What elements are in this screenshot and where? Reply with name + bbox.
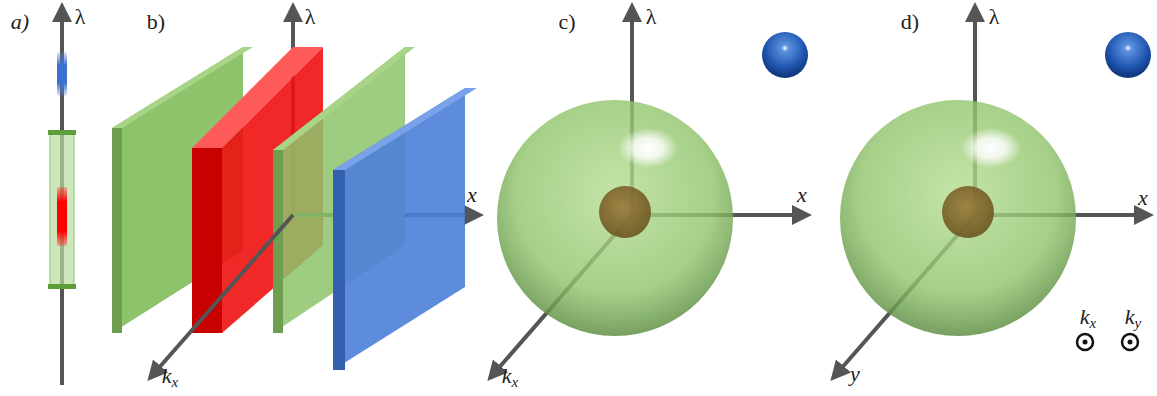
core-sphere xyxy=(599,186,651,238)
blue-sphere xyxy=(762,32,808,78)
plane-edge xyxy=(273,150,283,333)
axis-label: x xyxy=(467,184,477,206)
green-edge xyxy=(48,284,76,289)
axis-label: kx xyxy=(1080,306,1096,331)
plane-edge xyxy=(112,128,122,333)
green-edge xyxy=(48,130,76,135)
red-slab xyxy=(192,148,222,333)
axis-label: x xyxy=(797,184,807,206)
axis-label: λ xyxy=(305,6,316,28)
core-sphere xyxy=(942,186,994,238)
panel-c xyxy=(490,6,808,378)
green-window xyxy=(50,132,74,287)
green-sphere xyxy=(840,100,1076,336)
axis-label: kx xyxy=(502,365,518,390)
out-of-plane-symbol xyxy=(1077,334,1093,350)
axis-label: x xyxy=(1138,187,1148,209)
panel-label: d) xyxy=(901,11,919,33)
plane-edge xyxy=(333,88,477,170)
panel-label: b) xyxy=(147,11,165,33)
panel-a xyxy=(48,6,76,385)
axis-label: λ xyxy=(75,6,86,28)
highlight xyxy=(618,128,678,168)
blue-band xyxy=(57,52,67,96)
green-sphere xyxy=(497,100,733,336)
axis-label: λ xyxy=(989,6,1000,28)
axis-label: kx xyxy=(162,365,178,390)
panel-d xyxy=(833,6,1151,378)
kx-axis xyxy=(150,215,293,378)
panel-label: a) xyxy=(11,11,29,33)
plane-edge xyxy=(333,170,345,370)
red-band xyxy=(57,187,67,246)
axis-label: y xyxy=(850,363,860,385)
out-of-plane-symbol xyxy=(1122,334,1138,350)
panel-b xyxy=(112,6,480,378)
axis-label: λ xyxy=(646,6,657,28)
highlight xyxy=(961,128,1021,168)
axis-label: ky xyxy=(1125,306,1141,331)
blue-sphere xyxy=(1105,32,1151,78)
panel-label: c) xyxy=(558,11,575,33)
